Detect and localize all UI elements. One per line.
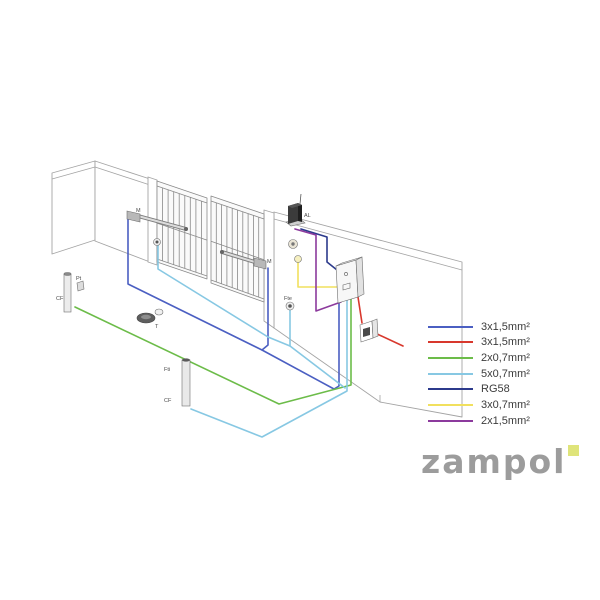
legend-item: 5x0,7mm² [428, 366, 530, 382]
legend-item: 2x0,7mm² [428, 350, 530, 366]
post-mid: Fti CF [164, 358, 191, 407]
legend-label: RG58 [481, 383, 510, 396]
pillar-photocell-left-lens [155, 240, 159, 244]
junction-box-side [371, 318, 379, 339]
post-left-device-label: Pt [76, 276, 82, 282]
wall-photocell-lens [291, 242, 295, 246]
legend-label: 5x0,7mm² [481, 367, 530, 380]
cable-flashing-lamp [294, 228, 342, 312]
control-box [335, 256, 365, 304]
antenna-icon [299, 193, 302, 205]
zampol-logo: zampol [421, 445, 581, 485]
junction-box [359, 318, 379, 343]
remote-keyfob [154, 308, 164, 316]
legend-label: 3x1,5mm² [481, 320, 530, 333]
gate [156, 180, 265, 303]
remote-button [141, 314, 151, 320]
legend-swatch [428, 419, 473, 422]
legend-swatch [428, 388, 473, 391]
legend-swatch [428, 404, 473, 407]
cable-photocell-left-pillar [157, 244, 291, 347]
cable-legend: 3x1,5mm² 3x1,5mm² 2x0,7mm² 5x0,7mm² RG58… [428, 319, 530, 429]
post-left-device [76, 280, 85, 292]
control-box-lock-icon [344, 272, 348, 276]
legend-swatch [428, 372, 473, 375]
logo-text: zampol [421, 442, 567, 481]
legend-swatch [428, 325, 473, 328]
cable-motor-right [261, 267, 269, 351]
cable-motor-left [127, 213, 340, 390]
motor-right-bracket [220, 250, 224, 254]
motor-right-label: M [267, 259, 272, 265]
cable-wall-device [297, 261, 338, 288]
legend-swatch [428, 357, 473, 360]
motor-left-bracket [184, 227, 188, 231]
cable-photocell-right-pillar [289, 309, 346, 389]
lamp-label: AL [304, 213, 311, 219]
post-mid-cap [182, 358, 190, 362]
legend-label: 3x1,5mm² [481, 336, 530, 349]
motor-right-arm [221, 251, 259, 264]
wall-cap-lines [51, 166, 463, 402]
motor-right: M [220, 250, 272, 270]
legend-label: 2x1,5mm² [481, 414, 530, 427]
cable-mains-to-box [357, 296, 363, 324]
lamp-body-top [288, 203, 302, 208]
motor-left-arm [137, 215, 187, 230]
post-mid-column [181, 359, 191, 407]
legend-item: RG58 [428, 382, 530, 398]
flashing-lamp: AL [285, 193, 311, 227]
legend-item: 2x1,5mm² [428, 413, 530, 429]
post-left-cap [63, 272, 72, 276]
post-mid-device-label: Fti [164, 367, 170, 373]
control-box-panel [342, 282, 351, 291]
remote-control: T [136, 308, 164, 330]
key-selector [294, 255, 302, 263]
post-left: Pt CF [56, 272, 85, 313]
walls [51, 160, 463, 418]
legend-swatch [428, 341, 473, 344]
post-left-column [63, 273, 72, 313]
cable-post-left [74, 298, 352, 405]
wall-devices: Fte [153, 238, 302, 311]
gate-leaf-right [210, 195, 265, 303]
motor-left: M [126, 208, 188, 231]
logo-accent-square [568, 445, 579, 456]
legend-item: 3x0,7mm² [428, 397, 530, 413]
cables [74, 213, 404, 438]
motor-left-body [126, 210, 141, 223]
lamp-body-front [288, 203, 298, 224]
pillar-photocell-label: Fte [284, 296, 292, 302]
control-box-front [335, 259, 359, 304]
gate-leaf-left [156, 180, 208, 280]
junction-box-terminals [363, 327, 370, 337]
motor-left-label: M [136, 208, 141, 214]
remote-label: T [155, 324, 159, 330]
lamp-body-side [298, 203, 302, 222]
control-box-top [335, 256, 363, 267]
legend-item: 3x1,5mm² [428, 335, 530, 351]
cable-antenna [300, 228, 338, 271]
post-left-label: CF [56, 296, 64, 302]
cable-post-mid [190, 299, 348, 438]
left-wall [51, 160, 96, 255]
pillar-photocell-right-lens [288, 304, 292, 308]
motor-right-body [253, 257, 267, 270]
legend-label: 2x0,7mm² [481, 352, 530, 365]
legend-label: 3x0,7mm² [481, 399, 530, 412]
legend-item: 3x1,5mm² [428, 319, 530, 335]
cable-mains-supply [374, 332, 404, 347]
post-mid-label: CF [164, 398, 172, 404]
